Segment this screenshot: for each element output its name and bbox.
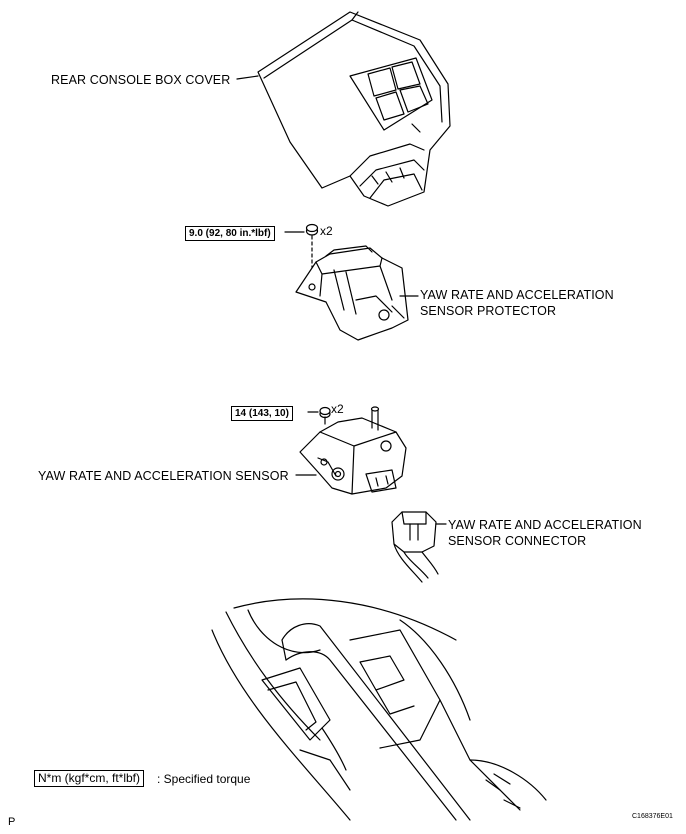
sensor-bolt-drawing bbox=[319, 406, 331, 425]
sensor-connector-drawing bbox=[391, 511, 439, 583]
quantity-protector-bolt: x2 bbox=[320, 224, 333, 238]
console-location-view bbox=[211, 598, 547, 821]
legend-description: : Specified torque bbox=[157, 772, 251, 786]
sensor-drawing bbox=[299, 406, 407, 495]
torque-spec-sensor-bolt: 14 (143, 10) bbox=[231, 406, 293, 421]
label-sensor: YAW RATE AND ACCELERATION SENSOR bbox=[38, 469, 289, 483]
figure-code: C168376E01 bbox=[632, 813, 673, 820]
page-mark: P bbox=[8, 816, 16, 828]
legend-torque-unit-box: N*m (kgf*cm, ft*lbf) bbox=[34, 770, 145, 787]
leader-rear-console-box-cover bbox=[236, 75, 259, 80]
rear-console-box-cover-drawing bbox=[257, 11, 451, 207]
sensor-protector-drawing bbox=[295, 245, 409, 341]
label-protector-line2: SENSOR PROTECTOR bbox=[420, 304, 557, 318]
label-rear-console-box-cover: REAR CONSOLE BOX COVER bbox=[51, 73, 231, 87]
quantity-sensor-bolt: x2 bbox=[331, 402, 344, 416]
label-connector-line2: SENSOR CONNECTOR bbox=[448, 534, 587, 548]
label-protector-line1: YAW RATE AND ACCELERATION bbox=[420, 288, 614, 302]
torque-spec-protector-bolt: 9.0 (92, 80 in.*lbf) bbox=[185, 226, 275, 241]
label-connector-line1: YAW RATE AND ACCELERATION bbox=[448, 518, 642, 532]
